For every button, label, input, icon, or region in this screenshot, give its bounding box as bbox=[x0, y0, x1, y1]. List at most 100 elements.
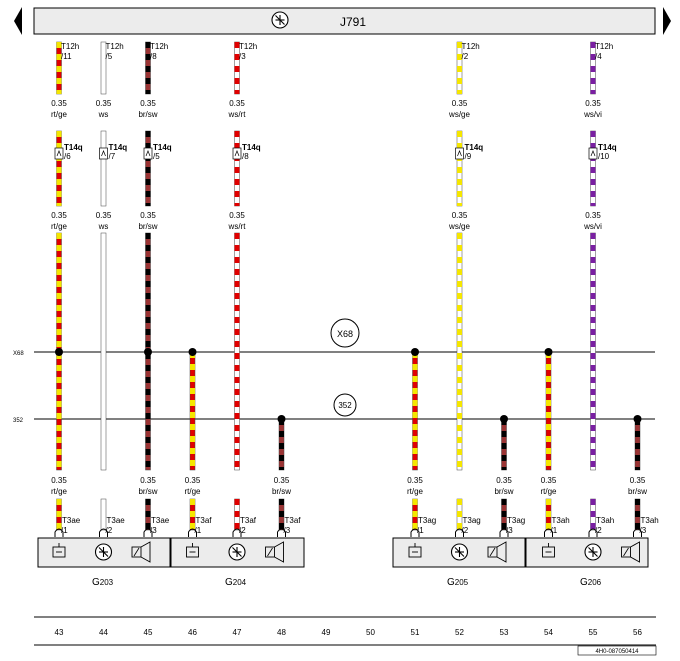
connector-pin: /3 bbox=[239, 52, 246, 61]
wire-color-label: ws bbox=[98, 222, 109, 231]
component-label-g204: G204 bbox=[225, 577, 247, 588]
component-label-g203: G203 bbox=[92, 577, 114, 588]
sensor-icon bbox=[186, 543, 199, 558]
wire-size-label: 0.35 bbox=[51, 211, 67, 220]
connector-pin: /3 bbox=[284, 526, 291, 535]
wire-size-label: 0.35 bbox=[185, 476, 201, 485]
component-boxes bbox=[37, 537, 649, 568]
connector-label: T3ag bbox=[418, 516, 436, 525]
bus-badge-352: 352 bbox=[338, 401, 352, 410]
wire-size-label: 0.35 bbox=[407, 476, 423, 485]
wire-size-label: 0.35 bbox=[51, 476, 67, 485]
nav-left-arrow-icon[interactable] bbox=[14, 7, 22, 35]
column-number: 48 bbox=[277, 628, 286, 637]
bus-lines: X68 352 X68 352 bbox=[13, 318, 655, 424]
wire-color-label: rt/ge bbox=[184, 487, 201, 496]
connector-label: T3af bbox=[240, 516, 257, 525]
plug-icon bbox=[410, 528, 420, 537]
connector-label: T12h bbox=[239, 42, 257, 51]
plug-icon bbox=[544, 528, 553, 537]
header-label: J791 bbox=[340, 15, 366, 29]
bus-side-label-x68: X68 bbox=[13, 351, 24, 357]
column-number: 50 bbox=[366, 628, 375, 637]
wire-color-label: br/sw bbox=[628, 487, 647, 496]
connector-pin: /4 bbox=[595, 52, 602, 61]
column-number: 47 bbox=[233, 628, 242, 637]
speaker-icon bbox=[265, 541, 284, 563]
junction-dot bbox=[500, 415, 508, 423]
wire-size-label: 0.35 bbox=[274, 476, 290, 485]
wire-color-label: ws/ge bbox=[448, 110, 470, 119]
wire-color-label: br/sw bbox=[494, 487, 513, 496]
connector-label: T3ag bbox=[463, 516, 481, 525]
connector-symbol-icon bbox=[54, 147, 64, 160]
wire-color-label: ws/rt bbox=[228, 222, 247, 231]
nav-right-arrow-icon[interactable] bbox=[663, 7, 671, 35]
connector-label: T3ae bbox=[107, 516, 126, 525]
connector-label: T3ae bbox=[151, 516, 170, 525]
plug-icon bbox=[455, 528, 464, 537]
connector-pin: /1 bbox=[61, 526, 68, 535]
plug-icon bbox=[54, 528, 64, 537]
wire-size-label: 0.35 bbox=[51, 99, 67, 108]
wire-size-label: 0.35 bbox=[140, 99, 156, 108]
connector-pin: /2 bbox=[595, 526, 602, 535]
bus-badge-x68: X68 bbox=[337, 329, 353, 339]
connector-symbol-icon bbox=[232, 147, 242, 160]
column-number: 54 bbox=[544, 628, 553, 637]
connector-pin: /5 bbox=[153, 152, 160, 161]
connector-symbol-icon bbox=[99, 147, 108, 160]
connector-pin: /9 bbox=[465, 152, 472, 161]
connector-pin: /2 bbox=[462, 52, 469, 61]
connector-pin: /2 bbox=[462, 526, 469, 535]
wire-color-label: rt/ge bbox=[51, 110, 68, 119]
wire-size-label: 0.35 bbox=[585, 99, 601, 108]
connector-pin: /1 bbox=[195, 526, 202, 535]
connector-label: T12h bbox=[462, 42, 480, 51]
connector-pin: /3 bbox=[506, 526, 513, 535]
junction-dot bbox=[188, 348, 197, 356]
column-number: 49 bbox=[322, 628, 331, 637]
column-number: 51 bbox=[411, 628, 420, 637]
column-number: 56 bbox=[633, 628, 642, 637]
plug-icon bbox=[99, 528, 108, 537]
wire-group: T12h/110.35rt/geT14q/60.35rt/ge0.35rt/ge… bbox=[51, 41, 659, 537]
sensor-icon bbox=[52, 543, 66, 558]
column-number: 43 bbox=[55, 628, 64, 637]
connector-label: T12h bbox=[106, 42, 124, 51]
wire-color-label: ws/rt bbox=[228, 110, 247, 119]
header-bar: J791 bbox=[33, 7, 656, 35]
connector-pin: /3 bbox=[150, 526, 157, 535]
wire-size-label: 0.35 bbox=[452, 211, 468, 220]
wire-size-label: 0.35 bbox=[541, 476, 557, 485]
connector-pin: /8 bbox=[150, 52, 157, 61]
wire-color-label: br/sw bbox=[272, 487, 291, 496]
wire-color-label: rt/ge bbox=[407, 487, 424, 496]
component-label-g206: G206 bbox=[580, 577, 602, 588]
connector-pin: /2 bbox=[106, 526, 113, 535]
column-number: 52 bbox=[455, 628, 464, 637]
plug-icon bbox=[143, 528, 153, 537]
connector-label: T14q bbox=[64, 143, 83, 152]
connector-symbol-icon bbox=[455, 147, 464, 160]
ground-symbol-icon bbox=[271, 11, 289, 29]
junction-dot bbox=[633, 415, 642, 423]
component-label-g205: G205 bbox=[447, 577, 469, 588]
connector-symbol-icon bbox=[588, 147, 598, 160]
plug-icon bbox=[232, 528, 242, 537]
bus-side-label-352: 352 bbox=[13, 418, 24, 424]
wire-color-label: rt/ge bbox=[51, 487, 68, 496]
wire-color-label: br/sw bbox=[138, 110, 157, 119]
wire-color-label: br/sw bbox=[138, 487, 157, 496]
connector-label: T3ah bbox=[552, 516, 570, 525]
wire-size-label: 0.35 bbox=[585, 211, 601, 220]
